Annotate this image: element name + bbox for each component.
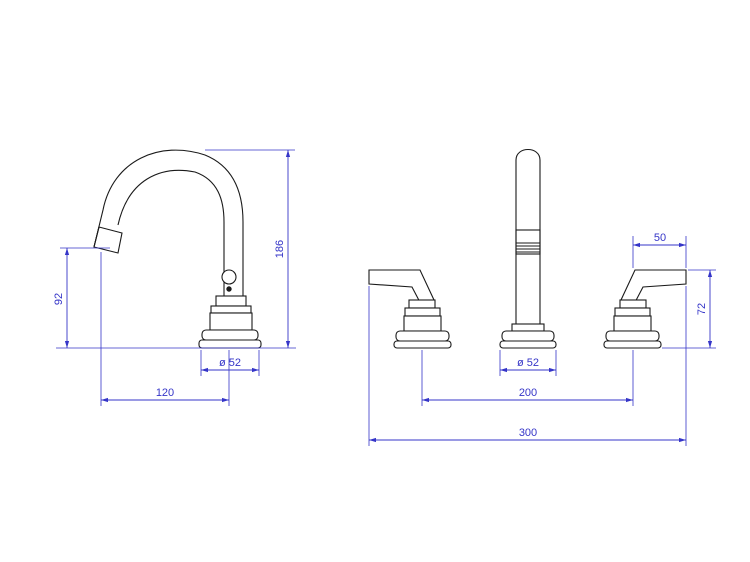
spout-inner-contour <box>117 169 225 298</box>
front-view-faucet <box>368 148 687 349</box>
lever-pin <box>226 286 232 292</box>
spout-column <box>515 148 541 327</box>
escutcheon <box>201 329 259 341</box>
dimension-label-center-diameter: ø 52 <box>517 357 539 369</box>
dimension-label-186: 186 <box>274 240 286 258</box>
dimension-label-300: 300 <box>519 427 537 439</box>
body-base <box>209 312 253 331</box>
spout-outer-contour <box>93 149 244 298</box>
dimension-label-50: 50 <box>654 232 666 244</box>
side-view-faucet <box>93 149 262 349</box>
dimension-label-72: 72 <box>696 303 708 315</box>
right-handle-base <box>603 340 662 349</box>
side-view-dimensions: 186 92 ø 52 120 <box>53 149 296 406</box>
center-spout <box>499 148 557 349</box>
dimension-label-200: 200 <box>519 387 537 399</box>
dimension-label-120: 120 <box>156 387 174 399</box>
left-handle-base <box>393 340 452 349</box>
spout-base <box>499 340 557 349</box>
right-handle <box>603 269 687 349</box>
dimension-label-92: 92 <box>53 293 65 305</box>
escutcheon-base <box>198 339 262 349</box>
body-collar <box>215 295 247 307</box>
front-view-dimensions: 50 72 ø 52 200 300 <box>368 232 716 446</box>
dimension-label-side-diameter: ø 52 <box>219 357 241 369</box>
lever-knob <box>221 269 237 285</box>
left-handle <box>368 269 452 349</box>
